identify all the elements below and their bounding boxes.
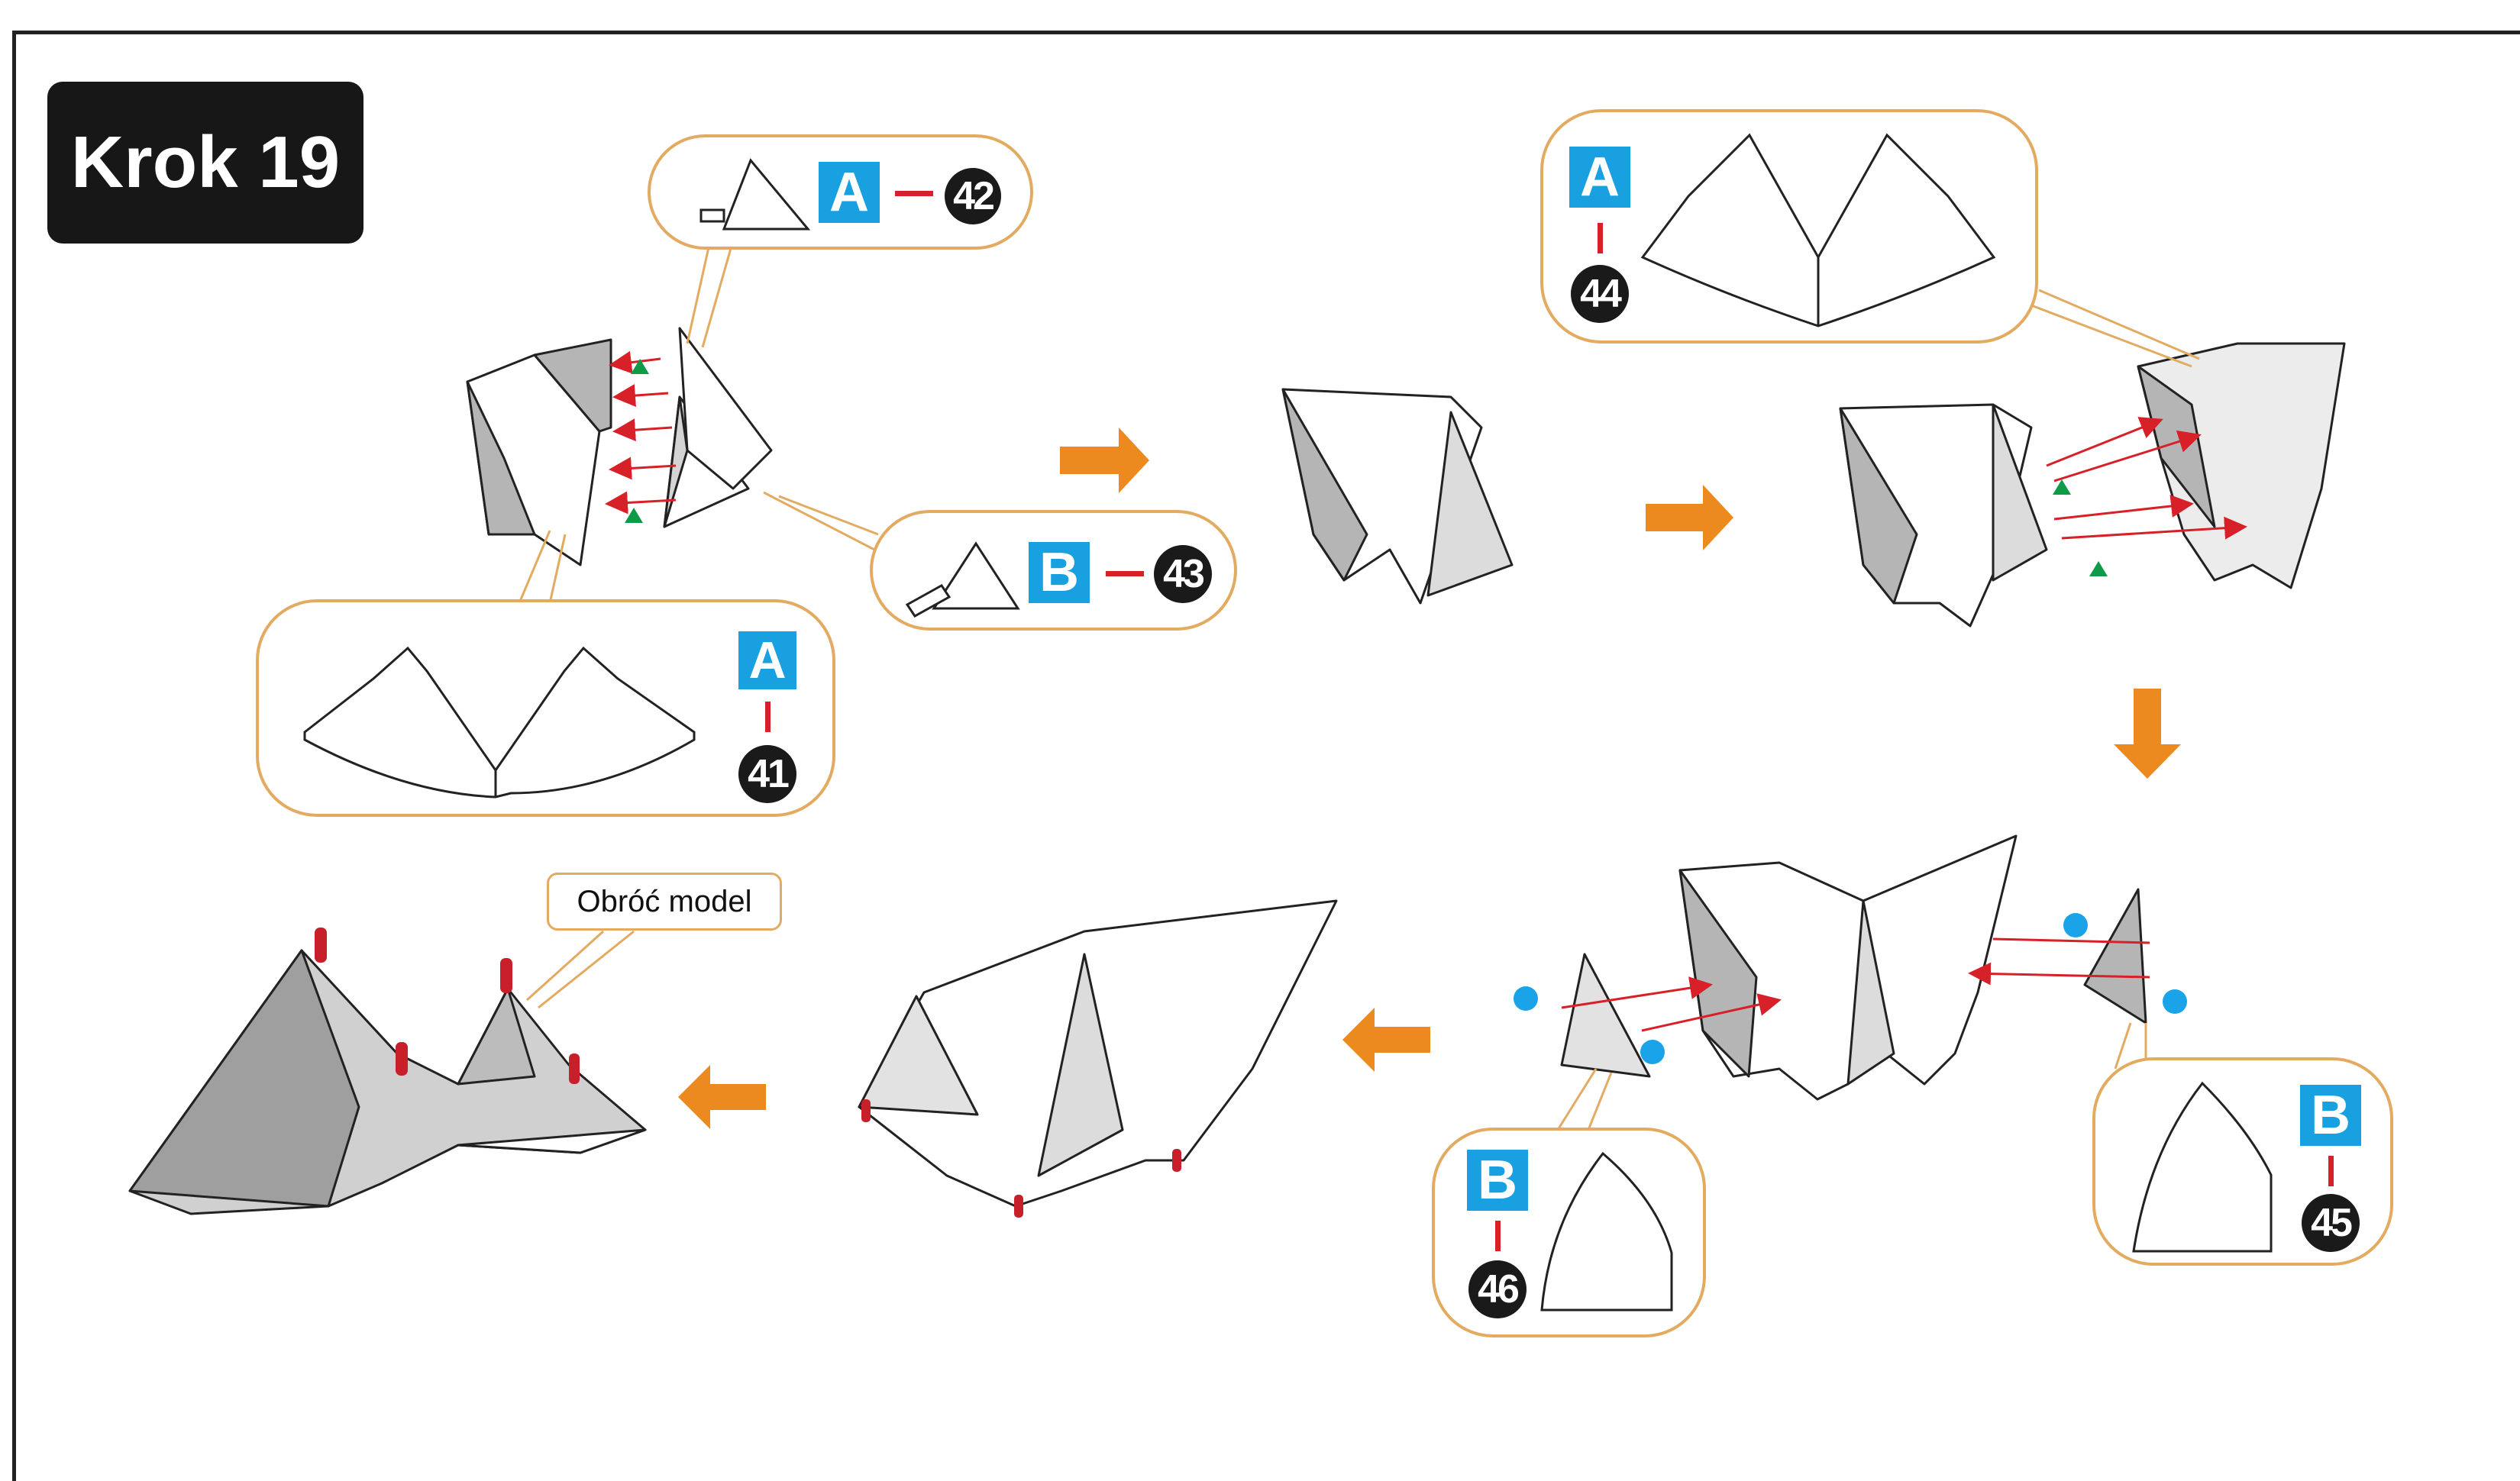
stage-5-shell: [858, 899, 1338, 1208]
part-number: 43: [1154, 545, 1212, 603]
glue-triangle-icon: [631, 359, 649, 374]
part-shape-icon: [303, 646, 696, 799]
part-number: 45: [2302, 1194, 2360, 1252]
glue-triangle-icon: [2089, 561, 2108, 576]
separator: [1495, 1221, 1501, 1251]
part-callout: B 46: [1432, 1128, 1706, 1337]
part-callout: B 43: [870, 510, 1237, 631]
part-number: 41: [738, 745, 796, 803]
glue-dot-icon: [1514, 986, 1538, 1011]
part-shape-icon: [905, 541, 1020, 618]
part-number: 42: [945, 168, 1001, 224]
glue-dot-icon: [2063, 913, 2088, 937]
arrow-left-icon: [1342, 1008, 1430, 1072]
part-shape-icon: [1640, 133, 1996, 327]
stage-1-shell-assembly: [466, 327, 773, 566]
separator: [765, 702, 771, 732]
part-shape-icon: [1540, 1151, 1673, 1312]
note-leader: [525, 930, 635, 1009]
callout-leaders-3: [2031, 289, 2200, 368]
part-number: 44: [1571, 265, 1629, 323]
arrow-down-icon: [2114, 689, 2181, 779]
part-shape-icon: [2132, 1081, 2273, 1253]
stage-3-connector-arrows: [2046, 417, 2247, 540]
step-title: Krok 19: [47, 82, 363, 244]
stage-5-red-tabs: [861, 1099, 1181, 1218]
glue-dot-icon: [2163, 989, 2187, 1014]
part-number: 46: [1468, 1260, 1527, 1318]
part-shape-icon: [699, 158, 811, 231]
sheet-tag: A: [819, 162, 880, 223]
glue-dot-icon: [1640, 1040, 1665, 1064]
glue-triangle-icon: [2053, 479, 2071, 495]
arrow-right-icon: [1060, 428, 1149, 493]
sheet-tag: B: [2300, 1085, 2361, 1146]
sheet-tag: B: [1029, 542, 1090, 603]
part-callout: A 42: [648, 134, 1033, 250]
assembly-illustration: [128, 240, 2346, 1218]
stage-2-shell: [1281, 388, 1514, 605]
arrow-right-icon: [1646, 485, 1733, 550]
separator: [2328, 1156, 2334, 1186]
sheet-tag: A: [738, 631, 796, 689]
stage-1-connector-arrows: [605, 350, 677, 515]
stage-6-turned-model: [128, 949, 647, 1215]
part-callout: A 44: [1540, 109, 2038, 344]
arrow-left-icon: [678, 1065, 766, 1129]
part-callout: A 41: [256, 599, 835, 817]
sheet-tag: B: [1467, 1150, 1528, 1211]
separator: [1106, 571, 1144, 576]
stage-4-shell-assembly: [1560, 834, 2147, 1101]
separator: [1598, 223, 1603, 253]
stage-4-connector-arrows: [1561, 937, 2150, 1032]
separator: [895, 191, 933, 196]
turn-model-note: Obróć model: [547, 873, 782, 931]
stage-6-red-tabs: [315, 928, 580, 1084]
sheet-tag: A: [1569, 147, 1630, 208]
glue-triangle-icon: [625, 508, 643, 523]
stage-3-shell-assembly: [1839, 342, 2346, 628]
callout-leaders-1: [518, 240, 879, 604]
instruction-frame: [12, 31, 2520, 1481]
part-callout: B 45: [2092, 1057, 2393, 1266]
